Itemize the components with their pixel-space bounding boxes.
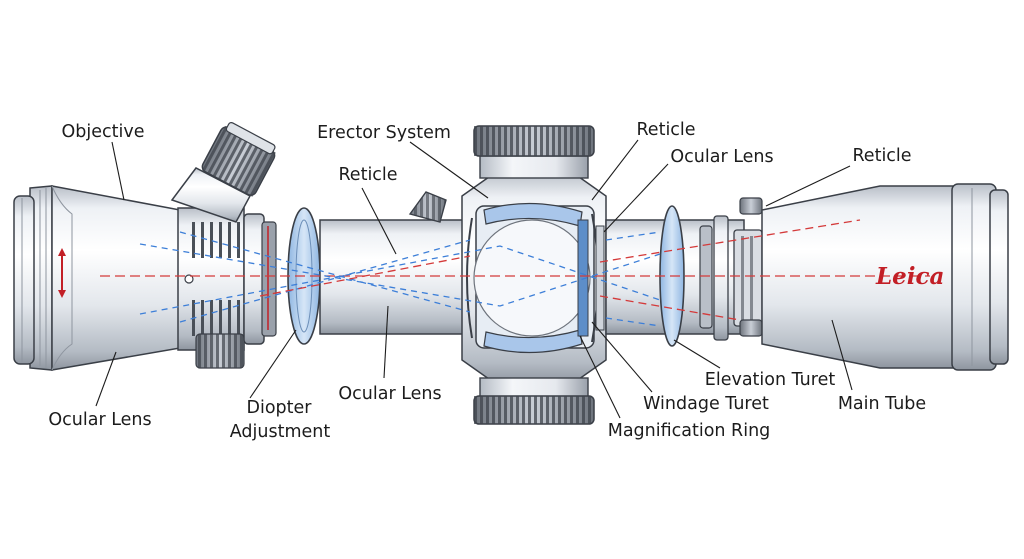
eyepiece-bell [761,183,1009,371]
leader-erector-system [409,141,489,199]
label-ocular-lens-top: Ocular Lens [670,147,773,167]
leader-magnification-ring [579,335,621,419]
labels: Objective Ocular Lens Diopter Adjustment… [48,120,926,442]
label-reticle-right: Reticle [852,146,911,166]
label-adjustment: Adjustment [230,422,331,442]
leader-lines [95,139,853,419]
label-magnification-ring: Magnification Ring [608,421,771,441]
leader-ocular-lens-mid [383,305,389,379]
leader-reticle-top [591,139,639,201]
label-ocular-lens-mid: Ocular Lens [338,384,441,404]
brand-logo: Leica [875,263,944,290]
label-erector-system: Erector System [317,123,451,143]
label-diopter: Diopter [247,398,313,418]
leader-elevation-turret [673,339,721,369]
leader-objective [111,141,125,201]
leader-diopter [249,329,297,399]
label-elevation-turret: Elevation Turet [705,370,836,390]
label-windage-turret: Windage Turet [643,394,769,414]
leader-ocular-lens-top [603,163,669,233]
parallax-knob [408,191,447,223]
turret-housing [461,125,607,425]
side-focus-knob [170,121,277,223]
diopter-ring [243,213,277,345]
objective-bell [13,185,181,371]
leader-ocular-lens-left [95,351,117,407]
light-rays [100,219,930,327]
ribbed-ring [177,207,245,369]
label-main-tube: Main Tube [838,394,926,414]
scope-body: Leica [13,121,1009,425]
leader-windage-turret [591,321,653,393]
leader-main-tube [831,319,853,391]
label-reticle-mid: Reticle [338,165,397,185]
label-reticle-top: Reticle [636,120,695,140]
leader-reticle-mid [361,187,397,255]
label-objective: Objective [62,122,145,142]
leader-reticle-right [765,165,851,207]
label-ocular-lens-left: Ocular Lens [48,410,151,430]
